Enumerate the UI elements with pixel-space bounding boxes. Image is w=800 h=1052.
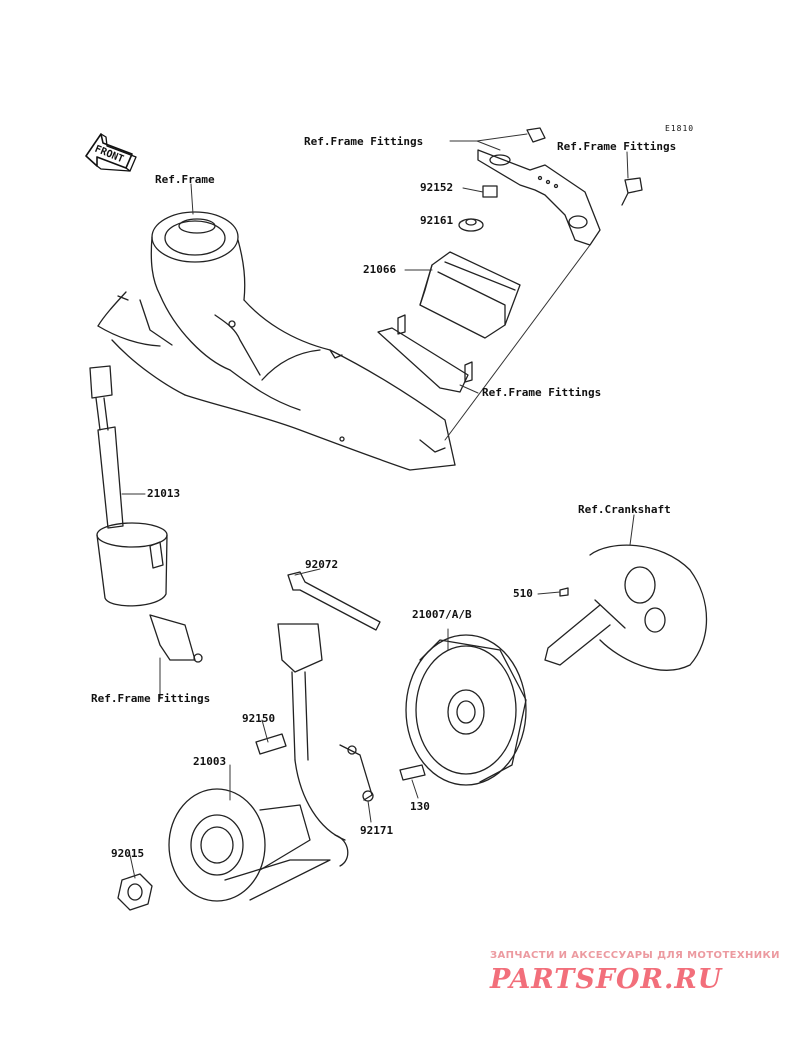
nut-92015 [117, 873, 153, 911]
ref-frame-fittings-label-top-left: Ref.Frame Fittings [304, 135, 424, 148]
part-92072-label: 92072 [305, 558, 339, 571]
part-21003-label: 21003 [193, 755, 227, 768]
frame-outline [97, 211, 456, 471]
part-92015-label: 92015 [111, 847, 145, 860]
cable-tie-92072 [287, 571, 381, 631]
part-21066-label: 21066 [363, 263, 397, 276]
part-92171-label: 92171 [360, 824, 394, 837]
ignition-coil-21013 [89, 365, 203, 663]
stator-21003 [168, 788, 331, 902]
part-92152-label: 92152 [420, 181, 454, 194]
watermark-logo: PARTSFOR.RU [490, 964, 723, 995]
watermark-tagline: ЗАПЧАСТИ И АКСЕССУАРЫ ДЛЯ МОТОТЕХНИКИ [490, 950, 780, 961]
ref-crankshaft-label: Ref.Crankshaft [578, 503, 671, 516]
front-arrow-icon [85, 133, 137, 172]
part-21013-label: 21013 [147, 487, 181, 500]
leader-lines [121, 133, 635, 879]
diagram-code: E1810 [665, 124, 695, 133]
rotor-21007 [405, 634, 527, 786]
ref-frame-fittings-label-top-right: Ref.Frame Fittings [557, 140, 677, 153]
part-510-label: 510 [513, 587, 533, 600]
crankshaft [544, 544, 708, 671]
top-bracket [458, 127, 643, 246]
ref-frame-label: Ref.Frame [155, 173, 215, 186]
regulator-21066 [377, 251, 521, 393]
harness [255, 623, 426, 867]
ref-frame-fittings-label-mid: Ref.Frame Fittings [482, 386, 602, 399]
part-92150-label: 92150 [242, 712, 276, 725]
part-130-label: 130 [410, 800, 430, 813]
part-92161-label: 92161 [420, 214, 454, 227]
part-21007-label: 21007/A/B [412, 608, 472, 621]
ref-frame-fittings-label-left: Ref.Frame Fittings [91, 692, 211, 705]
